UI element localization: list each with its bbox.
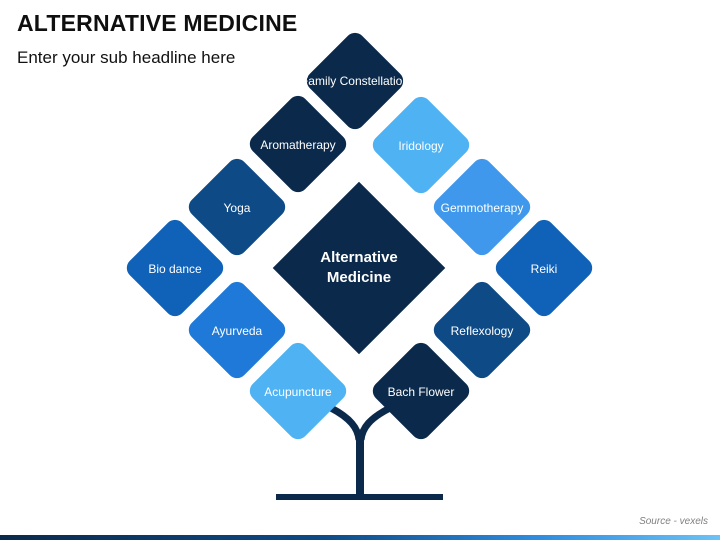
node-label: Family Constellations (300, 74, 416, 88)
trunk-ground (276, 494, 443, 500)
center-label-line2: Medicine (326, 269, 392, 286)
node-label: Iridology (398, 139, 444, 153)
bottom-accent-bar (0, 535, 720, 540)
node-label: Acupuncture (264, 385, 332, 399)
node-label: Yoga (223, 201, 251, 215)
node-label: Ayurveda (211, 324, 263, 338)
node-label: Bach Flower (387, 385, 455, 399)
center-label-line1: Alternative (320, 249, 398, 266)
source-credit: Source - vexels (639, 516, 708, 527)
node-label: Aromatherapy (260, 138, 336, 152)
node-label: Reflexology (450, 324, 514, 338)
trunk-stem (356, 436, 364, 496)
node-label: Bio dance (148, 262, 202, 276)
node-label: Reiki (530, 262, 558, 276)
trunk-branch-right (357, 404, 392, 441)
page-subtitle: Enter your sub headline here (17, 48, 236, 67)
node-label: Gemmotherapy (440, 201, 524, 215)
page-title: ALTERNATIVE MEDICINE (17, 10, 298, 36)
trunk-branch-left (329, 404, 363, 441)
